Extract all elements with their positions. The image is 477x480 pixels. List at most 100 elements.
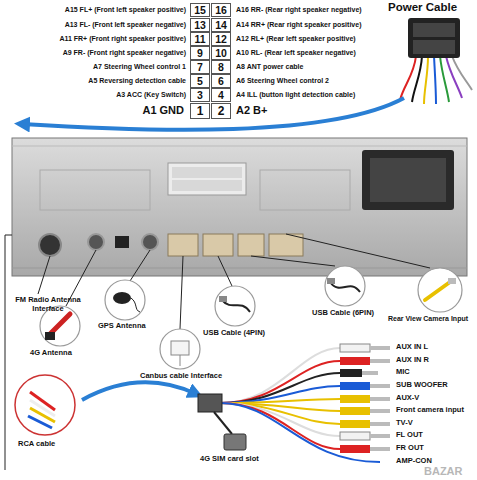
rca-signal-name: AUX-V (396, 394, 476, 403)
pin-description: A5 Reversing detection cable (20, 77, 186, 85)
rca-cable-icon (28, 416, 52, 428)
rca-signal-name: Front camera input (396, 406, 476, 415)
rca-harness (370, 409, 390, 413)
rca-harness (220, 348, 340, 403)
head-unit (12, 138, 467, 276)
antenna-icon (448, 278, 456, 284)
rca-harness (220, 403, 340, 436)
pin-number: 6 (218, 76, 224, 87)
rca-harness (370, 346, 390, 350)
rca-signal-name: AMP-CON (396, 457, 476, 466)
rca-harness (362, 371, 378, 375)
rca-harness (340, 420, 370, 428)
pin-number-box: 4 (211, 88, 231, 102)
head-unit (12, 138, 467, 276)
head-unit (142, 234, 158, 250)
callout-circle (325, 266, 365, 306)
direction-arrow (22, 98, 404, 130)
rca-harness (214, 412, 232, 434)
rca-harness (340, 445, 370, 453)
pin-description: A8 ANT power cable (236, 63, 406, 71)
head-unit (168, 234, 198, 256)
leader-line (38, 256, 50, 294)
rca-harness (220, 403, 380, 462)
port-label: 4G Antenna (30, 349, 100, 358)
leader-line (251, 256, 335, 266)
pin-number: 9 (197, 48, 203, 59)
pin-description: A2 B+ (236, 104, 336, 117)
pin-number-box: 12 (211, 32, 231, 46)
rca-harness (340, 357, 370, 365)
pin-number: 4 (218, 90, 224, 101)
pin-number-box: 3 (190, 88, 210, 102)
rca-signal-name: TV-V (396, 419, 476, 428)
port-label: 4G SIM card slot (200, 455, 290, 464)
head-unit (115, 236, 129, 248)
pin-number-box: 15 (190, 3, 210, 17)
rca-cable-icon (15, 375, 75, 435)
pin-description: A9 FR- (Front right speaker negative) (20, 49, 186, 57)
pin-number-box: 13 (190, 18, 210, 32)
head-unit (362, 150, 454, 210)
antenna-icon (219, 296, 227, 302)
pin-number: 16 (215, 5, 227, 16)
power-cable-plug (434, 56, 436, 104)
leader-line (218, 256, 232, 286)
pin-number: 1 (197, 105, 204, 117)
pin-description: A7 Steering Wheel control 1 (20, 63, 186, 71)
rca-harness (224, 434, 246, 450)
pin-number-box: 11 (190, 32, 210, 46)
rca-harness (370, 447, 390, 451)
rca-cable-icon (82, 382, 196, 400)
power-cable-plug (412, 56, 422, 102)
port-label: Canbus cable Interface (140, 372, 240, 381)
callout-circle (105, 280, 145, 320)
rca-harness (198, 344, 390, 462)
pin-number-box: 8 (211, 60, 231, 74)
pin-number: 12 (215, 34, 227, 45)
rca-harness (220, 403, 340, 449)
pin-number: 8 (218, 62, 224, 73)
head-unit (39, 234, 61, 256)
watermark: BAZAR (424, 465, 476, 478)
rca-harness (340, 395, 370, 403)
pin-description: A10 RL- (Rear left speaker negative) (236, 49, 406, 57)
pin-number: 14 (215, 20, 227, 31)
pin-number: 11 (194, 34, 205, 45)
rca-signal-name: AUX IN L (396, 343, 476, 352)
callout-circle (418, 268, 462, 312)
pin-description: A4 ILL (button light detection cable) (236, 91, 406, 99)
rca-harness (370, 397, 390, 401)
head-unit (88, 234, 104, 250)
head-unit (203, 234, 233, 256)
head-unit (260, 170, 350, 210)
rca-signal-name: FL OUT (396, 431, 476, 440)
port-label: RCA cable (18, 440, 88, 449)
rca-harness (340, 432, 370, 440)
pin-description: A3 ACC (Key Switch) (20, 91, 186, 99)
pin-number: 2 (218, 105, 225, 117)
rca-harness (370, 434, 390, 438)
pin-description: A15 FL+ (Front left speaker positive) (20, 6, 186, 14)
power-cable-plug (400, 18, 472, 104)
rca-harness (370, 384, 390, 388)
port-label: FM Radio Antenna Interface (8, 296, 88, 313)
rca-harness (340, 369, 362, 377)
leader-line (180, 256, 183, 329)
pin-number-box: 1 (190, 103, 210, 119)
power-cable-plug (424, 56, 428, 104)
direction-arrow (22, 98, 404, 130)
pin-number-box: 10 (211, 46, 231, 60)
port-label: GPS Antenna (98, 322, 168, 331)
rca-harness (220, 373, 340, 403)
rca-harness (220, 386, 340, 403)
port-label: USB Cable (6PIN) (312, 309, 392, 318)
head-unit (370, 158, 446, 202)
head-unit (172, 167, 242, 178)
leader-line (130, 250, 150, 281)
head-unit (40, 170, 150, 210)
power-cable-plug (408, 18, 460, 58)
rca-signal-name: FR OUT (396, 444, 476, 453)
rca-harness (198, 394, 222, 412)
